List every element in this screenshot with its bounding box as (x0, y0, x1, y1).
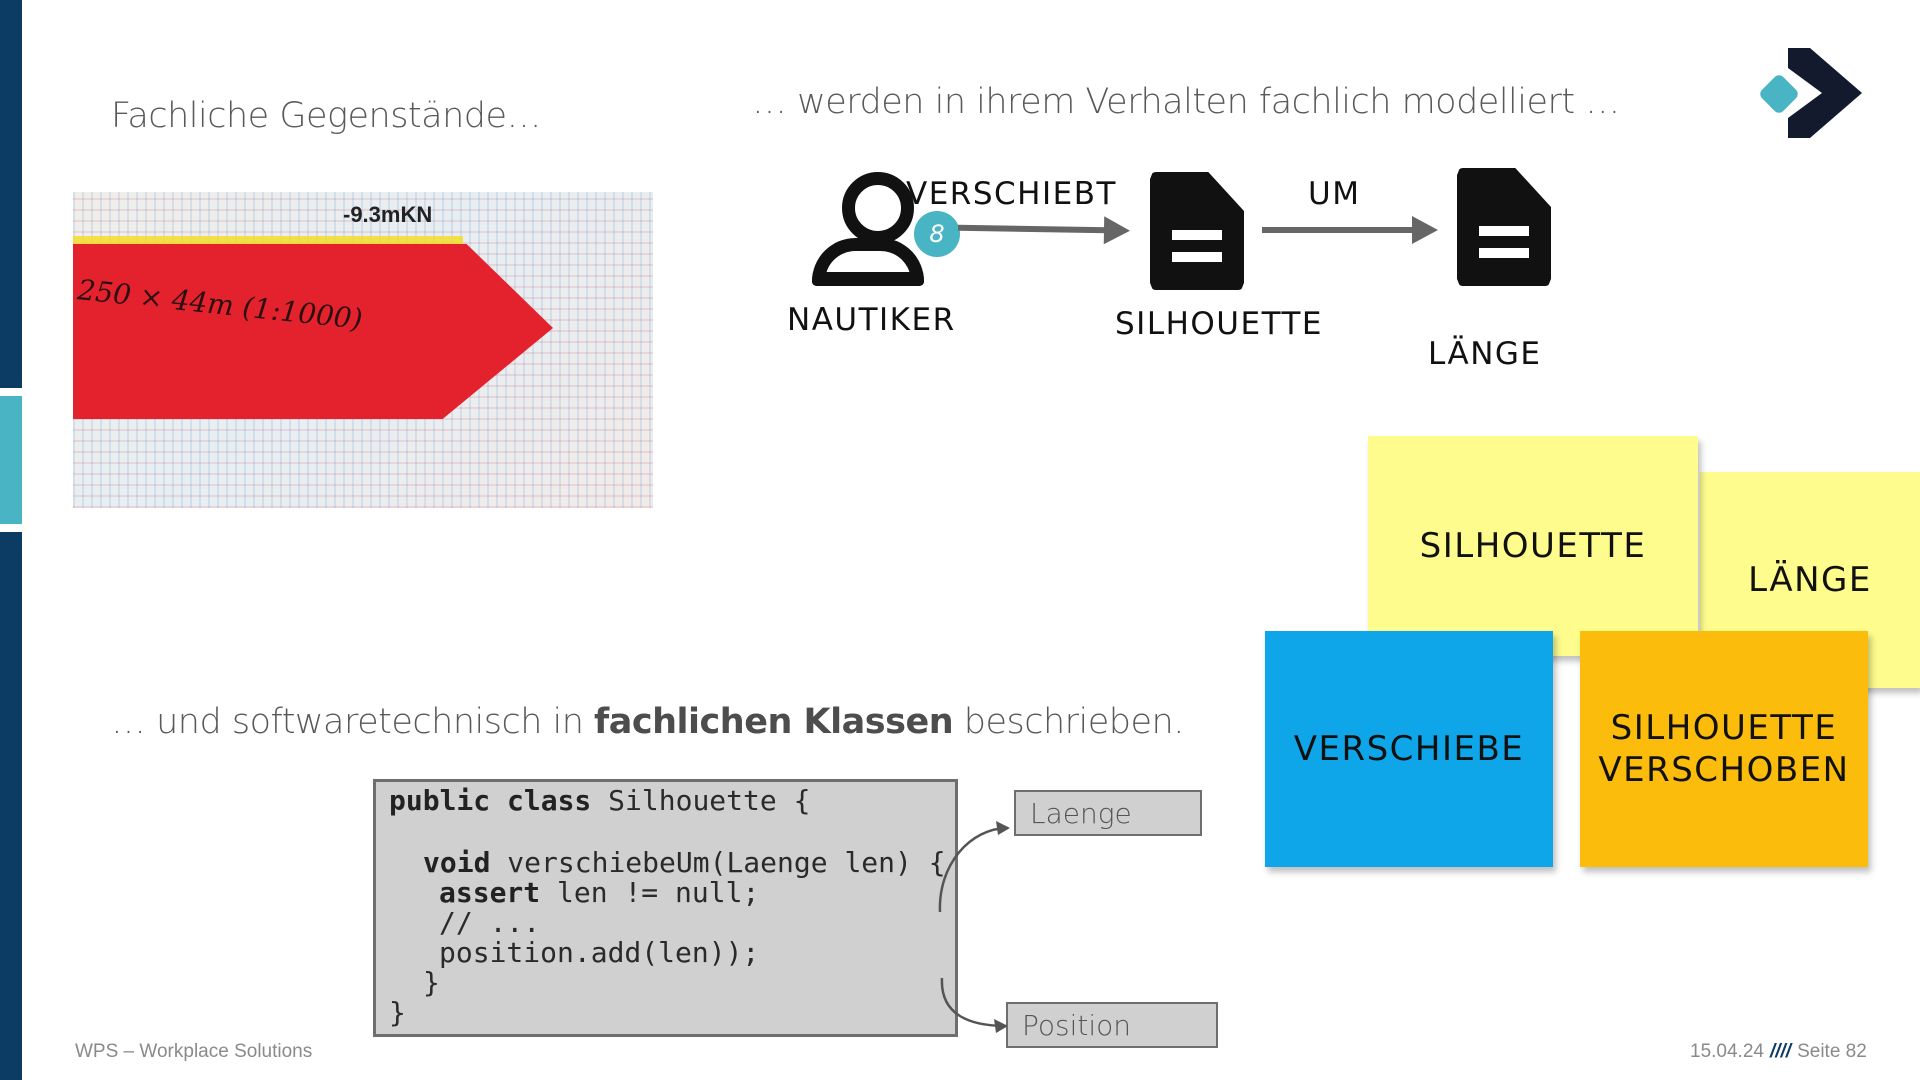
code-line-method: void verschiebeUm(Laenge len) { (423, 846, 946, 879)
verb-label-um: UM (1308, 176, 1361, 212)
footer-date-page: 15.04.24////Seite 82 (1690, 1041, 1867, 1062)
person-icon (812, 238, 924, 286)
accent-bar-bottom (0, 532, 22, 1080)
heading-verhalten-modelliert: … werden in ihrem Verhalten fachlich mod… (752, 82, 1620, 122)
verb-label-verschiebt: VERSCHIEBT (906, 176, 1117, 212)
class-box-laenge: Laenge (1014, 790, 1202, 836)
sticky-note-silhouette: SILHOUETTE (1368, 436, 1698, 656)
heading-fachliche-klassen: … und softwaretechnisch in fachlichen Kl… (111, 702, 1184, 742)
code-line-position-add: position.add(len)); (439, 936, 760, 969)
code-line-class: public class Silhouette { (389, 784, 811, 817)
person-icon-head (842, 172, 914, 244)
reference-arrows (938, 821, 1010, 1033)
step-badge: 8 (914, 211, 960, 257)
photo-top-label: -9.3mKN (343, 202, 433, 227)
code-line-comment: // ... (439, 906, 541, 939)
red-silhouette-strip (73, 244, 553, 419)
heading-fachliche-gegenstaende: Fachliche Gegenstände… (111, 96, 542, 136)
footer-company: WPS – Workplace Solutions (75, 1041, 313, 1062)
object-label-laenge: LÄNGE (1428, 336, 1542, 372)
sticky-note-verschiebe: VERSCHIEBE (1265, 631, 1553, 867)
code-line-method-close: } (423, 966, 440, 999)
nautical-chart-photo: -9.3mKN 250 × 44m (1:1000) (73, 192, 653, 508)
arrow-verschiebt (957, 224, 1109, 234)
code-line-assert: assert len != null; (439, 876, 760, 909)
arrow-um (1262, 216, 1438, 244)
accent-bar-highlight (0, 396, 22, 524)
document-icon-laenge (1457, 168, 1551, 286)
wps-logo-icon (1760, 48, 1862, 138)
object-label-silhouette: SILHOUETTE (1115, 306, 1323, 342)
document-icon-silhouette (1150, 172, 1244, 290)
actor-label: NAUTIKER (787, 302, 956, 338)
code-line-class-close: } (389, 996, 406, 1029)
class-box-position: Position (1006, 1002, 1218, 1048)
accent-bar-top (0, 0, 22, 388)
code-block (373, 779, 958, 1037)
